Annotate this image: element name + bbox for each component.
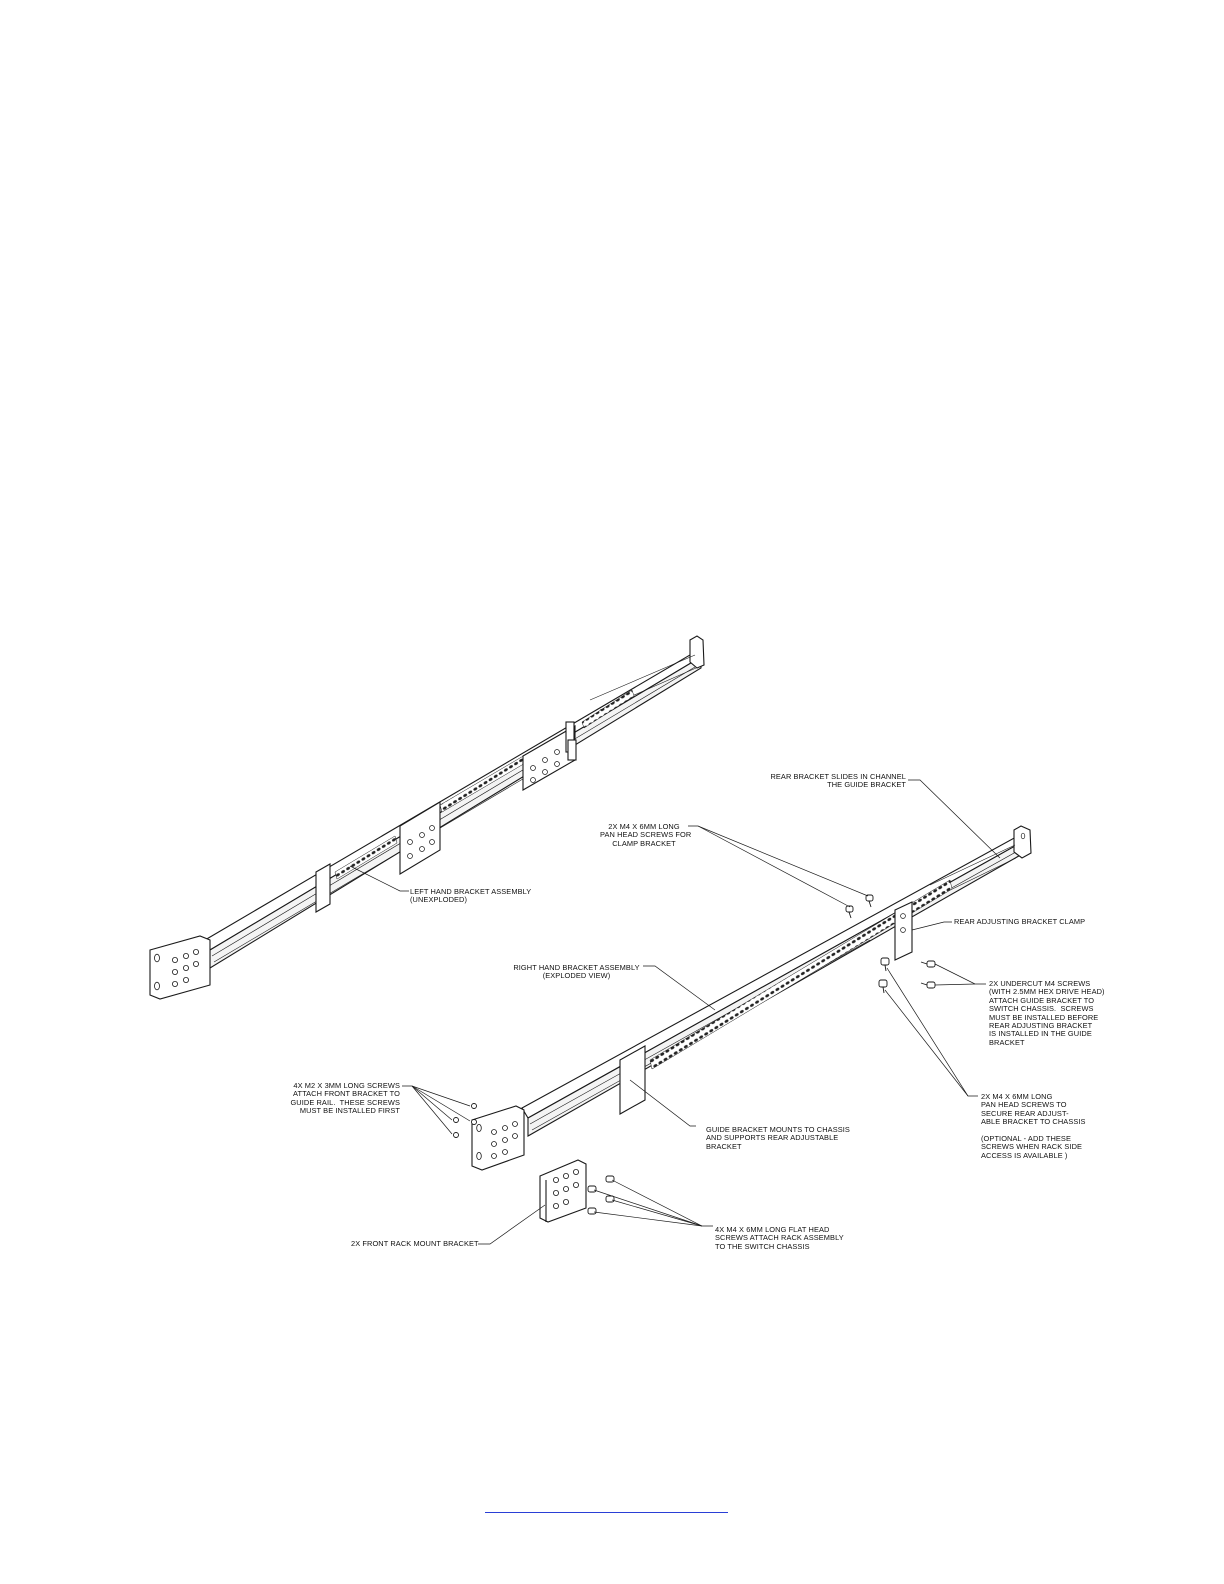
rear-adjust-screw-icon xyxy=(880,957,890,972)
callout-m2-screws: 4X M2 X 3MM LONG SCREWS ATTACH FRONT BRA… xyxy=(290,1081,400,1116)
rear-adjust-screw-icon xyxy=(878,979,888,994)
m2-screw-icon xyxy=(471,1103,477,1109)
leader-lines xyxy=(349,779,1001,1245)
footer-link-underline[interactable] xyxy=(485,1512,728,1513)
undercut-screw-icon xyxy=(920,981,936,989)
flat-head-screw-icon xyxy=(605,1175,615,1183)
right-hand-bracket-assembly xyxy=(471,825,1032,1171)
callout-front-rack-bracket: 2X FRONT RACK MOUNT BRACKET xyxy=(351,1239,479,1248)
callout-rear-adjust-screws: 2X M4 X 6MM LONG PAN HEAD SCREWS TO SECU… xyxy=(981,1092,1086,1160)
callout-left-hand-assembly: LEFT HAND BRACKET ASSEMBLY (UNEXPLODED) xyxy=(410,887,532,905)
callout-right-hand-assembly: RIGHT HAND BRACKET ASSEMBLY (EXPLODED VI… xyxy=(513,963,640,981)
front-rack-mount-bracket xyxy=(539,1159,587,1223)
left-hand-bracket-assembly xyxy=(149,635,705,1000)
callout-rear-adjusting-clamp: REAR ADJUSTING BRACKET CLAMP xyxy=(954,917,1086,926)
flat-head-screw-icon xyxy=(605,1195,615,1203)
undercut-screw-icon xyxy=(920,960,936,968)
m2-screw-icon xyxy=(471,1119,477,1125)
flat-head-screw-icon xyxy=(587,1207,597,1215)
callout-flat-head-screws: 4X M4 X 6MM LONG FLAT HEAD SCREWS ATTACH… xyxy=(715,1225,844,1251)
callout-clamp-screws: 2X M4 X 6MM LONG PAN HEAD SCREWS FOR CLA… xyxy=(600,822,692,848)
flat-head-screw-icon xyxy=(587,1185,597,1193)
callout-undercut-screws: 2X UNDERCUT M4 SCREWS (WITH 2.5mm HEX DR… xyxy=(989,979,1105,1047)
m2-screw-icon xyxy=(453,1132,459,1138)
clamp-screw-icon xyxy=(865,894,874,908)
callout-rear-bracket-slides: REAR BRACKET SLIDES IN CHANNEL THE GUIDE… xyxy=(770,772,906,790)
m2-screw-icon xyxy=(453,1117,459,1123)
clamp-screw-icon xyxy=(845,905,854,919)
callout-guide-bracket-mounts: GUIDE BRACKET MOUNTS TO CHASSIS AND SUPP… xyxy=(706,1125,850,1151)
